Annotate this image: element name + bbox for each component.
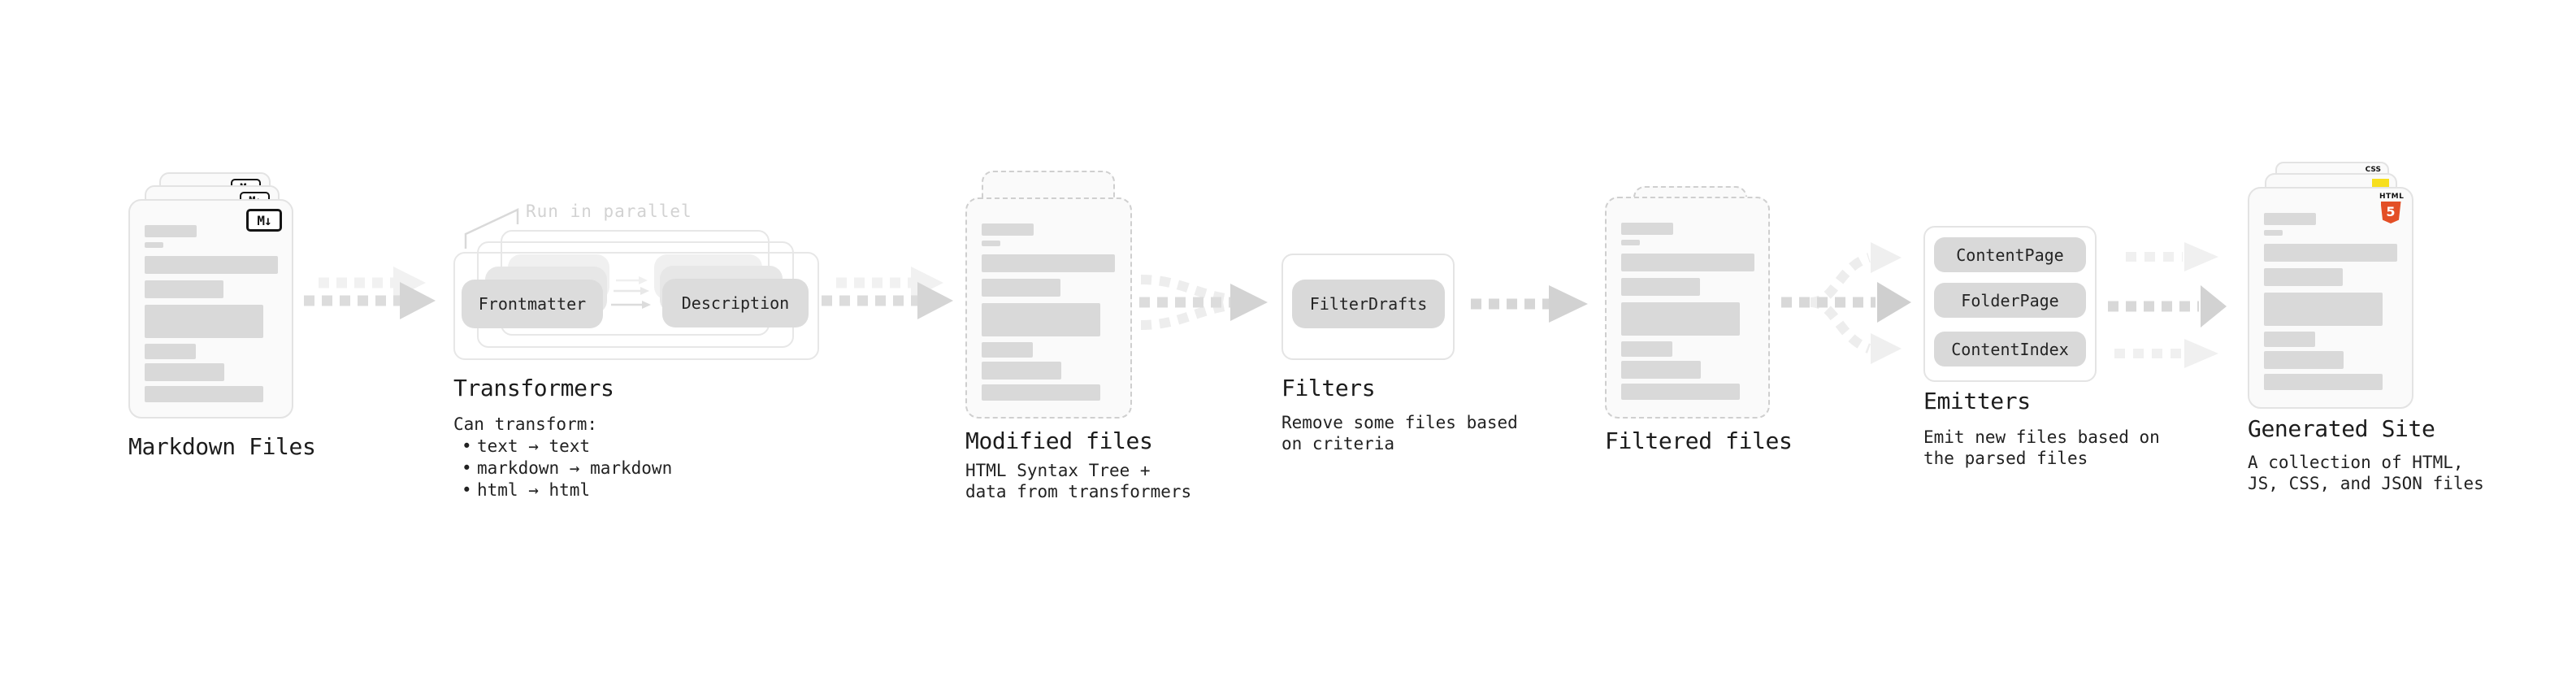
- converge-arrow-icon: [1139, 275, 1268, 330]
- doc-line-placeholder: [982, 241, 1000, 246]
- doc-line-placeholder: [145, 363, 224, 381]
- frontmatter-chip-label: Frontmatter: [478, 294, 587, 314]
- doc-line-placeholder: [145, 280, 223, 298]
- modified-file-page: [965, 197, 1132, 419]
- flow-arrow-icon: [1471, 285, 1588, 323]
- doc-line-placeholder: [145, 305, 263, 338]
- parallel-arrows-icon: [611, 276, 651, 309]
- folderpage-chip-label: FolderPage: [1961, 290, 2059, 310]
- generated-file-page-html: HTML 5: [2248, 187, 2413, 409]
- doc-line-placeholder: [1621, 302, 1740, 336]
- bullet-item: • markdown → markdown: [453, 458, 672, 480]
- bullet-marker: •: [462, 480, 472, 500]
- doc-line-placeholder: [2264, 351, 2344, 369]
- markdown-file-page: M↓: [128, 199, 293, 419]
- description-chip: Description: [662, 279, 809, 327]
- modified-files-label: Modified files: [965, 427, 1153, 454]
- filterdrafts-chip: FilterDrafts: [1292, 280, 1445, 328]
- bullet-text: text → text: [477, 436, 591, 456]
- bullet-item: • text → text: [453, 436, 672, 458]
- generated-site-label: Generated Site: [2248, 415, 2435, 442]
- doc-line-placeholder: [1621, 341, 1672, 357]
- doc-line-placeholder: [145, 386, 263, 402]
- emitters-label: Emitters: [1923, 388, 2031, 414]
- doc-line-placeholder: [982, 384, 1100, 401]
- doc-line-placeholder: [145, 344, 196, 359]
- bullet-text: markdown → markdown: [477, 458, 673, 478]
- doc-line-placeholder: [982, 223, 1034, 236]
- contentindex-chip-label: ContentIndex: [1951, 339, 2069, 359]
- doc-line-placeholder: [982, 279, 1060, 297]
- run-in-parallel-note: Run in parallel: [526, 202, 692, 221]
- modified-files-description: HTML Syntax Tree + data from transformer…: [965, 461, 1192, 501]
- bullet-item: • html → html: [453, 480, 672, 502]
- markdown-files-label: Markdown Files: [128, 433, 316, 460]
- doc-line-placeholder: [2264, 268, 2343, 286]
- doc-line-placeholder: [982, 254, 1115, 272]
- filtered-files-label: Filtered files: [1605, 427, 1793, 454]
- transformers-bullet-list: • text → text • markdown → markdown • ht…: [453, 436, 672, 502]
- filtered-file-page: [1605, 197, 1770, 419]
- filters-description: Remove some files based on criteria: [1281, 413, 1518, 453]
- doc-line-placeholder: [1621, 361, 1701, 379]
- html5-icon-shield: 5: [2380, 202, 2401, 223]
- doc-line-placeholder: [145, 242, 163, 248]
- diverge-arrow-icon: [1781, 242, 1911, 364]
- description-chip-label: Description: [681, 293, 790, 313]
- contentpage-chip: ContentPage: [1934, 237, 2086, 272]
- flow-arrow-icon: [304, 267, 436, 319]
- frontmatter-chip: Frontmatter: [462, 280, 603, 328]
- doc-line-placeholder: [1621, 254, 1754, 271]
- bullet-marker: •: [462, 436, 472, 456]
- filters-label: Filters: [1281, 375, 1376, 401]
- doc-line-placeholder: [2264, 244, 2397, 262]
- doc-line-placeholder: [2264, 374, 2383, 390]
- doc-line-placeholder: [982, 362, 1061, 380]
- note-connector-line: [464, 208, 519, 249]
- doc-line-placeholder: [1621, 223, 1673, 235]
- doc-line-placeholder: [145, 225, 197, 237]
- transformer-frame-front: [453, 252, 819, 360]
- parallel-flow-arrows-icon: [2108, 242, 2227, 368]
- doc-line-placeholder: [1621, 240, 1640, 245]
- doc-line-placeholder: [2264, 332, 2315, 347]
- html5-icon-word: HTML: [2379, 193, 2405, 201]
- doc-line-placeholder: [1621, 278, 1700, 296]
- filterdrafts-chip-label: FilterDrafts: [1309, 294, 1428, 314]
- markdown-icon: M↓: [246, 209, 282, 232]
- doc-line-placeholder: [982, 303, 1100, 336]
- bullet-text: html → html: [477, 480, 591, 500]
- doc-line-placeholder: [145, 256, 278, 274]
- folderpage-chip: FolderPage: [1934, 283, 2086, 318]
- doc-line-placeholder: [1621, 384, 1740, 400]
- html5-icon: HTML 5: [2379, 193, 2405, 223]
- transformers-label: Transformers: [453, 375, 614, 401]
- contentpage-chip-label: ContentPage: [1956, 245, 2064, 265]
- flow-arrow-icon: [822, 267, 953, 319]
- doc-line-placeholder: [2264, 293, 2383, 326]
- emitters-description: Emit new files based on the parsed files: [1923, 427, 2160, 468]
- doc-line-placeholder: [2264, 230, 2283, 236]
- doc-line-placeholder: [2264, 213, 2316, 225]
- contentindex-chip: ContentIndex: [1934, 332, 2086, 367]
- doc-line-placeholder: [982, 342, 1033, 358]
- bullet-marker: •: [462, 458, 472, 478]
- js-icon: [2372, 179, 2389, 188]
- transformers-intro: Can transform:: [453, 414, 598, 434]
- generated-site-description: A collection of HTML, JS, CSS, and JSON …: [2248, 453, 2484, 493]
